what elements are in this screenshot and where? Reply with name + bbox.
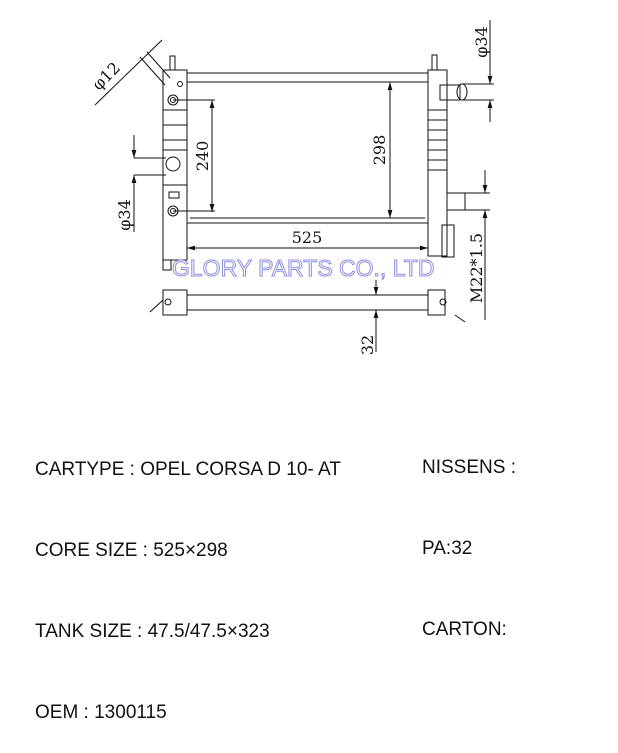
dim-small-pipe: φ12	[88, 58, 124, 94]
dimension-lines	[94, 20, 494, 352]
spec-carton: CARTON:	[422, 619, 507, 640]
outlet-pipe-icon	[456, 83, 468, 101]
left-tank	[139, 51, 188, 271]
inlet-pipe-icon	[165, 156, 181, 172]
spec-tank-size: TANK SIZE : 47.5/47.5×323	[35, 621, 270, 642]
radiator-core	[186, 72, 429, 224]
spec-core-size: CORE SIZE : 525×298	[35, 540, 228, 561]
spec-pa: PA:32	[422, 538, 473, 559]
right-tank	[427, 54, 468, 258]
spec-nissens: NISSENS :	[422, 457, 516, 478]
spec-oem: OEM : 1300115	[35, 702, 167, 723]
dim-bolt-spacing: 240	[193, 141, 212, 172]
specs-right: NISSENS : PA:32 CARTON:	[422, 400, 516, 670]
dim-inlet-diameter: φ34	[115, 199, 134, 231]
watermark: GLORY PARTS CO., LTD	[172, 255, 434, 281]
dim-thread: M22*1.5	[467, 233, 486, 303]
dim-core-height: 298	[370, 135, 389, 166]
spec-cartype: CARTYPE : OPEL CORSA D 10- AT	[35, 459, 341, 480]
bottom-view	[149, 289, 466, 323]
radiator-drawing: GLORY PARTS CO., LTD 525 298 240 φ34 φ34…	[88, 20, 494, 355]
specs-left: CARTYPE : OPEL CORSA D 10- AT CORE SIZE …	[35, 402, 341, 753]
dim-outlet-diameter: φ34	[472, 26, 491, 58]
dim-core-thickness: 32	[358, 335, 377, 355]
dim-core-width: 525	[292, 228, 323, 247]
